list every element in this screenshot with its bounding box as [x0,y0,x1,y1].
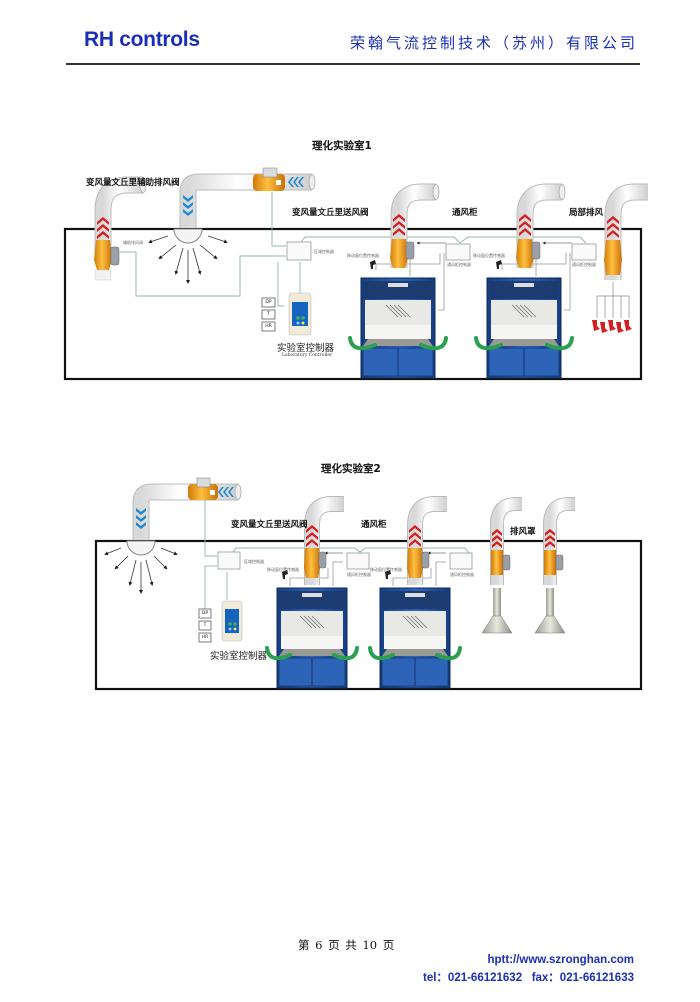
label-aux-exhaust-valve: 变风量文丘里辅助排风阀 [86,178,180,188]
hood-exhaust-1a [390,183,440,268]
label-supply-valve-1: 变风量文丘里送风阀 [292,208,369,218]
label-lab-controller-2: 实验室控制器 [210,651,268,662]
label-hood-controller-2b: 通风柜控制器 [450,572,474,577]
sensor-t-2: T [203,623,207,628]
control-wiring-2 [204,500,471,612]
zone-controller-1 [286,241,312,261]
label-hood-controller-2a: 通风柜控制器 [347,572,371,577]
supply-duct-2 [126,477,242,556]
fume-hood-2b [379,587,451,689]
diagram-1-title: 理化实验室1 [312,140,372,152]
fume-hood-1b [486,277,562,379]
lab-2-room-outline [94,539,643,691]
sash-sensor-icon [282,570,391,579]
sensor-dp-1: DP [265,300,272,305]
label-sash-sensor-2a: 移动窗位置传感器 [267,567,299,572]
label-lab-controller-en: Laboratory Controller [282,353,333,358]
exhaust-canopy-2a [481,497,522,634]
company-name: 荣翰气流控制技术（苏州）有限公司 [349,34,638,52]
hood-controller-2b [449,552,473,570]
sensor-box-hr-1 [261,321,276,332]
footer-url[interactable]: hptt://www.szronghan.com [487,954,634,966]
hood-exhaust-1b [516,183,566,268]
label-sash-sensor-1b: 移动窗位置传感器 [473,253,505,258]
label-hood-controller-1b: 通风柜控制器 [572,262,596,267]
supply-down-arrows-icon [183,195,193,216]
label-aux-tag: 辅助排风阀 [123,240,143,245]
hood-controller-1b [571,243,597,261]
exhaust-canopy-2b [534,497,575,634]
local-exhaust-1 [592,183,648,333]
sensor-hr-1: HR [265,324,272,329]
fume-hood-2a [276,587,348,689]
label-hood-controller-1a: 通风柜控制器 [447,262,471,267]
hood-exhaust-2a [304,496,344,585]
sensor-box-hr-2 [198,632,212,643]
label-supply-valve-2: 变风量文丘里送风阀 [231,520,308,530]
label-sash-sensor-2b: 移动窗位置传感器 [370,567,402,572]
supply-diffusion-arrows-2 [104,547,178,594]
label-lab-controller-1: 实验室控制器 [277,343,335,354]
supply-diffusion-arrows-1 [148,235,228,284]
airflow-arrows-2 [265,646,462,661]
supply-valve-1 [253,167,285,191]
control-wiring-1 [120,192,587,307]
label-sash-sensor-1a: 移动窗位置传感器 [347,253,379,258]
sensor-t-1: T [267,312,270,317]
label-zone-controller-1: 区域控制器 [314,249,334,254]
lab-1-room-outline [63,227,643,381]
aux-exhaust-valve-1 [94,176,147,281]
sensor-hr-2: HR [201,635,209,640]
supply-valve-2 [188,477,218,500]
fume-hood-1a [360,277,436,379]
label-fume-hood-2: 通风柜 [361,520,387,530]
page-number: 第 6 页 共 10 页 [298,938,395,952]
sensor-box-dp-1 [261,297,276,308]
lab-controller-device-2 [221,600,243,642]
diagram-2-title: 理化实验室2 [321,463,381,475]
exhaust-arrows-icon [97,217,109,239]
label-exhaust-hood-2: 排风罩 [510,527,536,537]
zone-controller-2 [217,551,241,570]
sensor-box-dp-2 [198,608,212,619]
sensor-dp-2: DP [201,611,209,616]
brand-logo: RH controls [84,28,200,51]
supply-left-arrows-icon [288,177,304,187]
sensor-box-t-2 [198,620,212,631]
sash-sensor-icon [370,260,502,269]
lab-controller-device-1 [288,292,312,336]
hood-controller-1a [445,243,471,261]
hood-controller-2a [346,552,370,570]
header-divider [66,63,640,65]
label-zone-controller-2: 区域控制器 [244,559,264,564]
label-local-exhaust-1: 局部排风 [569,208,604,218]
label-fume-hood-1: 通风柜 [452,208,478,218]
airflow-arrows-1 [348,336,574,351]
footer-contact: tel：021-66121632 fax：021-66121633 [423,972,634,984]
hood-exhaust-2b [407,496,447,585]
supply-duct-1 [173,167,316,244]
sensor-box-t-1 [261,309,276,320]
